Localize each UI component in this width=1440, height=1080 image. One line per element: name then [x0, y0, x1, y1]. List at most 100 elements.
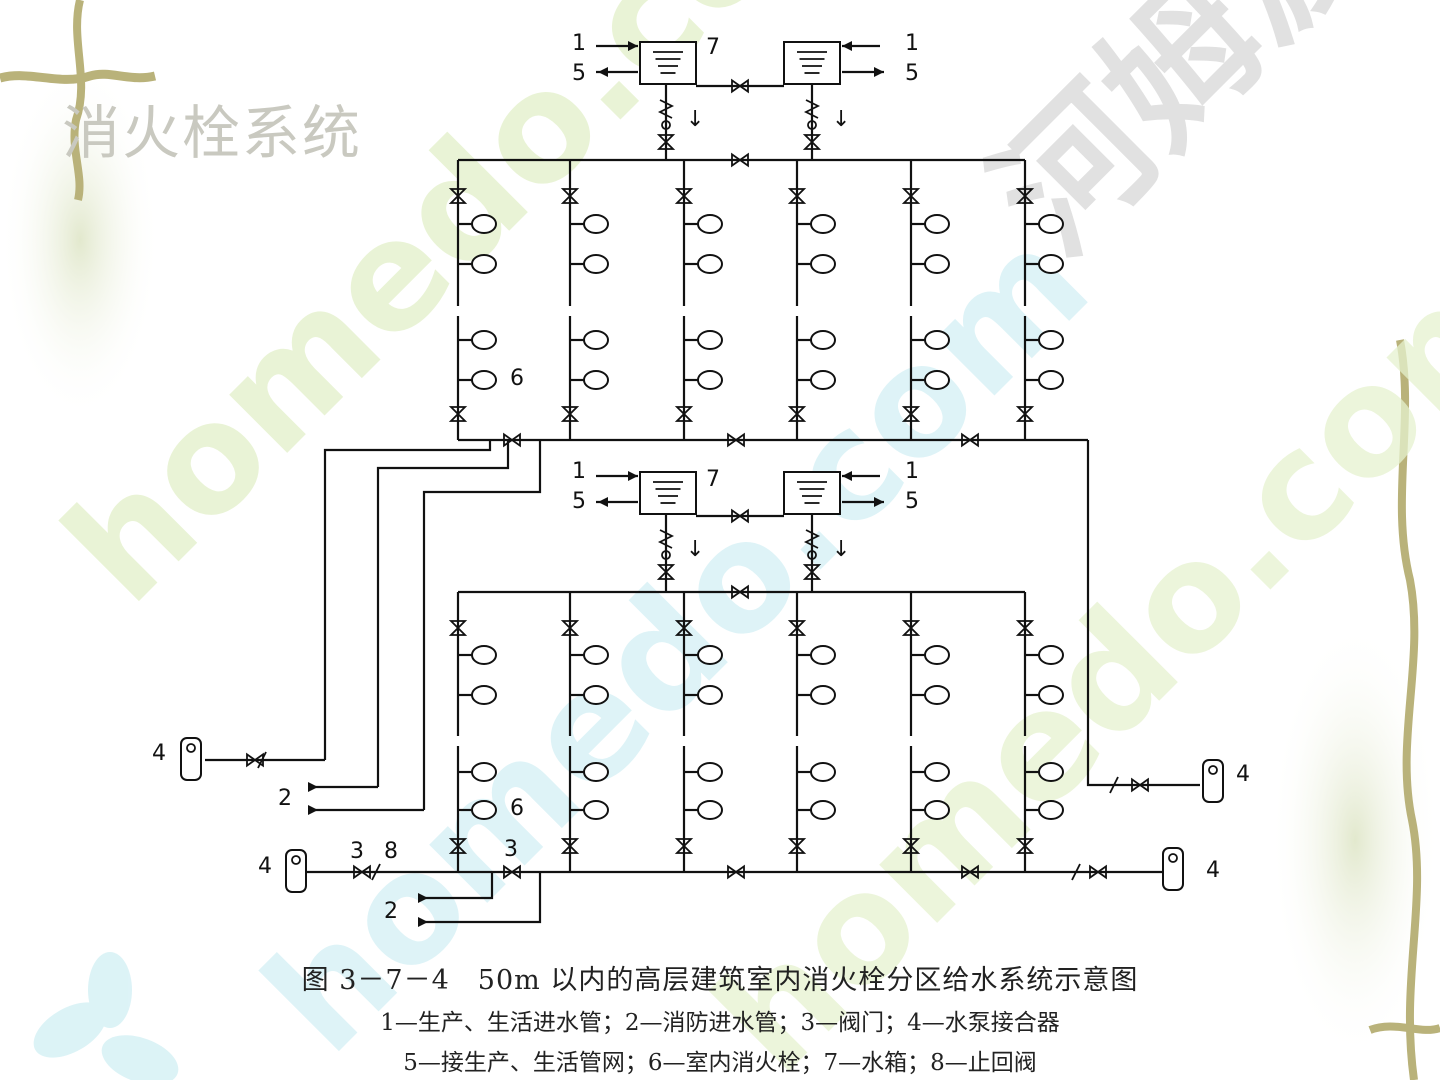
- pipe: [376, 440, 510, 787]
- riser-breaks: [456, 290, 1027, 752]
- gate-valve: [1131, 777, 1149, 793]
- fire-hydrant: [583, 800, 609, 820]
- fire-hydrant: [471, 254, 497, 274]
- gate-valve: [560, 620, 580, 636]
- gate-valve: [448, 838, 468, 854]
- fire-hydrant: [471, 214, 497, 234]
- gate-valve: [674, 620, 694, 636]
- fire-hydrant: [924, 645, 950, 665]
- fire-hydrant: [1038, 762, 1064, 782]
- vine-left-stem: [70, 0, 86, 201]
- fire-hydrant: [810, 645, 836, 665]
- fire-hydrant: [1038, 330, 1064, 350]
- pump-connector-cap: [1208, 765, 1218, 775]
- label-1: 1: [905, 31, 919, 56]
- gate-valve: [802, 564, 822, 580]
- fire-hydrant: [697, 214, 723, 234]
- pipe: [422, 440, 542, 810]
- flow-arrow: [874, 497, 884, 507]
- label-8: 8: [384, 839, 398, 864]
- check-valve-ball: [807, 120, 817, 130]
- fire-hydrant: [1038, 214, 1064, 234]
- fire-hydrant: [697, 645, 723, 665]
- check-mark: ↓: [832, 537, 850, 562]
- gate-valve: [560, 406, 580, 422]
- fire-hydrant: [471, 330, 497, 350]
- gate-valve: [731, 152, 749, 168]
- check-mark: ↓: [832, 107, 850, 132]
- fire-hydrant: [1038, 645, 1064, 665]
- gate-valve: [787, 838, 807, 854]
- fire-hydrant: [697, 800, 723, 820]
- flow-arrow: [598, 67, 608, 77]
- gate-valve: [731, 78, 749, 94]
- check-valve-ball: [807, 550, 817, 560]
- fire-hydrant: [810, 330, 836, 350]
- flow-arrow: [874, 67, 884, 77]
- check-valve-slash: [371, 863, 381, 881]
- label-1: 1: [905, 459, 919, 484]
- label-6: 6: [510, 366, 524, 391]
- fire-hydrant: [583, 254, 609, 274]
- gate-valve: [727, 864, 745, 880]
- pump-connector-cap: [1168, 853, 1178, 863]
- fire-hydrant: [924, 762, 950, 782]
- fire-hydrant: [583, 762, 609, 782]
- flow-arrow: [598, 497, 608, 507]
- flow-arrow: [418, 917, 428, 927]
- gate-valve: [503, 432, 521, 448]
- gate-valve: [674, 188, 694, 204]
- check-valve-zigzag: [803, 529, 821, 549]
- fire-hydrant: [924, 254, 950, 274]
- fire-hydrant: [924, 214, 950, 234]
- gate-valve: [901, 188, 921, 204]
- fire-hydrant: [697, 330, 723, 350]
- gate-valve: [787, 620, 807, 636]
- pipe-network: [205, 44, 1200, 924]
- gate-valve: [448, 620, 468, 636]
- vine-right: [1396, 339, 1422, 1080]
- flow-arrow: [628, 471, 638, 481]
- fire-hydrant: [697, 762, 723, 782]
- gate-valve: [674, 406, 694, 422]
- label-2: 2: [278, 786, 292, 811]
- label-5: 5: [905, 489, 919, 514]
- pump-connector-cap: [291, 855, 301, 865]
- label-4: 4: [152, 741, 166, 766]
- flow-arrow: [418, 893, 428, 903]
- gate-valve: [1089, 864, 1107, 880]
- check-valve-slash: [1071, 863, 1081, 881]
- label-3: 3: [350, 839, 364, 864]
- fire-hydrant: [583, 330, 609, 350]
- label-4: 4: [258, 854, 272, 879]
- label-6: 6: [510, 796, 524, 821]
- gate-valve: [961, 432, 979, 448]
- fire-hydrant: [810, 254, 836, 274]
- gate-valve: [448, 188, 468, 204]
- fire-hydrant: [810, 370, 836, 390]
- fire-hydrant: [583, 214, 609, 234]
- gate-valve: [1015, 620, 1035, 636]
- check-valve-slash: [1109, 776, 1119, 794]
- gate-valve: [448, 406, 468, 422]
- fire-hydrant: [697, 370, 723, 390]
- label-7: 7: [706, 467, 720, 492]
- fire-hydrant: [1038, 370, 1064, 390]
- hydrants: [458, 214, 1064, 820]
- water-tank: [783, 41, 841, 85]
- fire-hydrant: [924, 685, 950, 705]
- label-1: 1: [572, 459, 586, 484]
- flow-arrow: [842, 41, 852, 51]
- pump-connectors: [180, 737, 1224, 893]
- gate-valve: [560, 188, 580, 204]
- label-4: 4: [1236, 762, 1250, 787]
- gate-valve: [1015, 406, 1035, 422]
- pipe: [420, 872, 494, 900]
- fire-hydrant: [471, 370, 497, 390]
- label-5: 5: [572, 61, 586, 86]
- pump-connector: [285, 849, 307, 893]
- gate-valve: [901, 620, 921, 636]
- fire-hydrant: [471, 685, 497, 705]
- gate-valve: [560, 838, 580, 854]
